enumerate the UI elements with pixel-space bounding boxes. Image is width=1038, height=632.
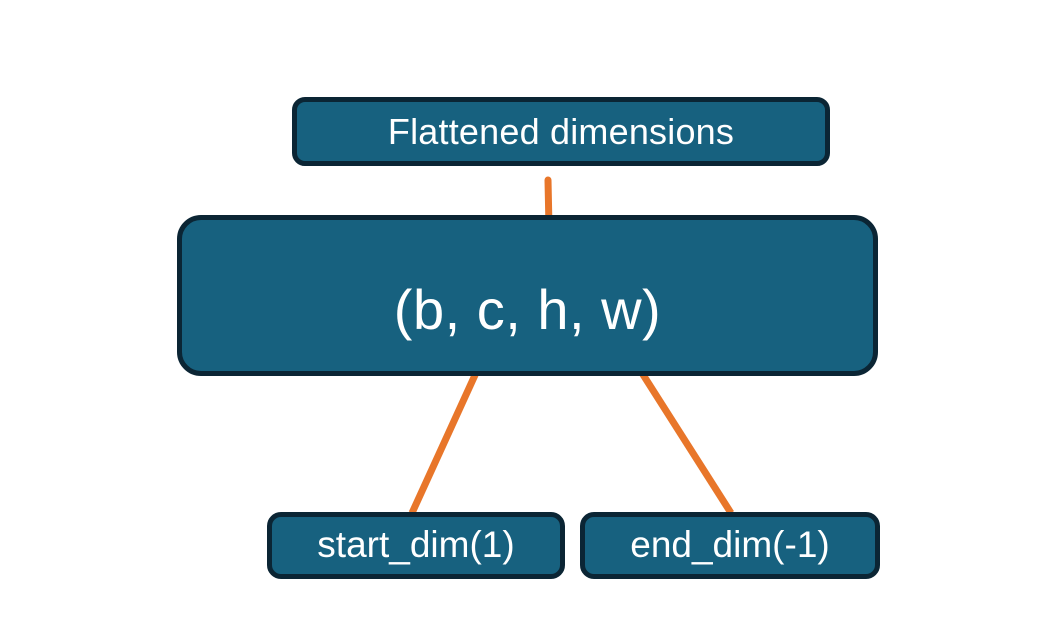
node-start-dim-label: start_dim(1) [317,524,515,566]
node-tensor-shape-label: (b, c, h, w) [393,277,662,341]
node-flattened-dimensions-label: Flattened dimensions [387,110,735,152]
node-flattened-dimensions[interactable]: Flattened dimensions [292,97,830,166]
node-end-dim[interactable]: end_dim(-1) [580,512,880,579]
node-start-dim[interactable]: start_dim(1) [267,512,565,579]
node-end-dim-label: end_dim(-1) [630,524,830,566]
node-tensor-shape[interactable]: (b, c, h, w) [177,215,878,376]
